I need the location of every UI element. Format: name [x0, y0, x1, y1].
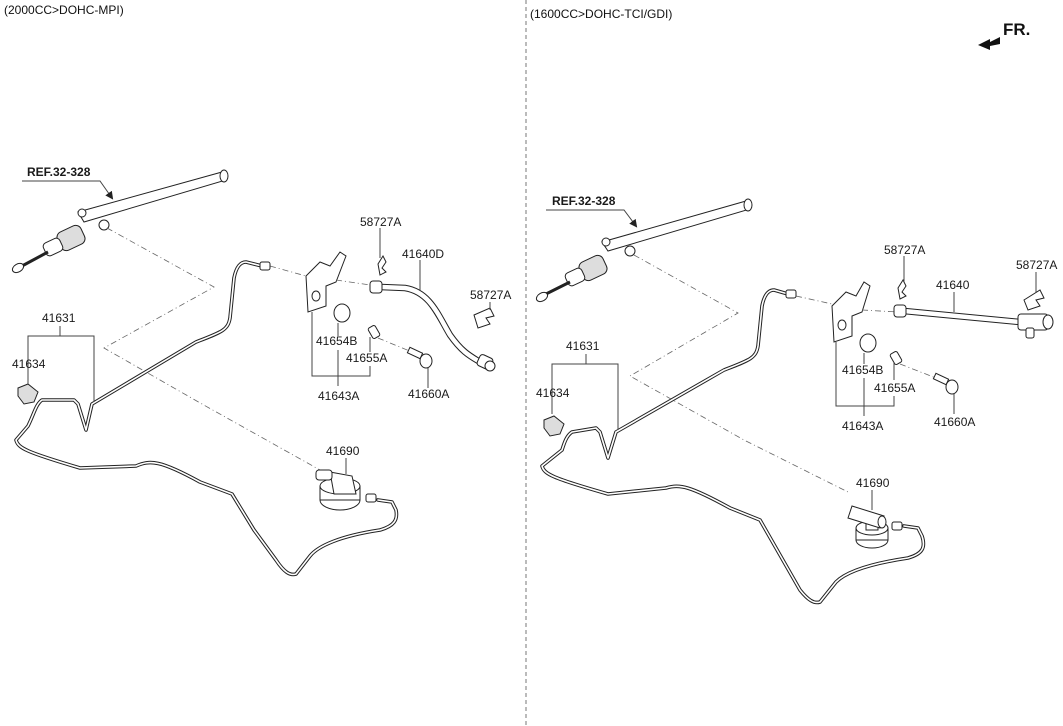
label-41690: 41690 — [856, 476, 890, 490]
tube-clip — [543, 415, 565, 437]
label-41660a: 41660A — [408, 387, 449, 401]
label-41660a: 41660A — [934, 415, 975, 429]
label-41643a: 41643A — [318, 389, 359, 403]
label-hose: 41640 — [936, 278, 970, 292]
label-41654b: 41654B — [316, 334, 357, 348]
grommet — [859, 333, 877, 353]
label-41634: 41634 — [12, 357, 46, 371]
panel-1600cc: (1600CC>DOHC-TCI/GDI) REF.32-328 — [530, 7, 1057, 605]
master-cylinder — [11, 169, 229, 274]
label-41634: 41634 — [536, 386, 570, 400]
tube-clip — [17, 383, 39, 405]
straight-hose — [893, 304, 1054, 339]
clip-right — [473, 307, 495, 329]
clutch-tube — [540, 288, 926, 605]
label-41631: 41631 — [42, 311, 76, 325]
panel-title: (1600CC>DOHC-TCI/GDI) — [530, 7, 672, 21]
label-41654b: 41654B — [842, 363, 883, 377]
label-41643a: 41643A — [842, 419, 883, 433]
sleeve — [367, 325, 381, 339]
master-cylinder — [535, 198, 753, 303]
flexible-hose — [369, 280, 496, 372]
front-direction-marker: FR. — [978, 20, 1030, 50]
label-58727a-top: 58727A — [360, 215, 401, 229]
label-58727a-top: 58727A — [884, 243, 925, 257]
clip-top — [897, 278, 907, 300]
release-cylinder — [315, 469, 377, 511]
clip-right — [1023, 289, 1045, 311]
panel-title: (2000CC>DOHC-MPI) — [4, 3, 124, 17]
label-41631: 41631 — [566, 339, 600, 353]
sleeve — [889, 351, 903, 365]
front-label: FR. — [1003, 20, 1030, 39]
bolt — [406, 346, 433, 369]
label-58727a-right: 58727A — [470, 288, 511, 302]
ref-label: REF.32-328 — [552, 194, 616, 208]
release-cylinder — [847, 505, 903, 549]
bracket — [305, 251, 347, 313]
front-arrow-icon — [978, 37, 1000, 50]
label-41655a: 41655A — [346, 351, 387, 365]
bolt — [932, 372, 959, 395]
clip-top — [377, 254, 387, 276]
clutch-tube — [14, 260, 399, 577]
label-41655a: 41655A — [874, 381, 915, 395]
label-41690: 41690 — [326, 444, 360, 458]
label-58727a-right: 58727A — [1016, 258, 1057, 272]
panel-2000cc: (2000CC>DOHC-MPI) REF.32-328 — [4, 3, 511, 577]
label-hose: 41640D — [402, 247, 444, 261]
ref-label: REF.32-328 — [27, 165, 91, 179]
bracket — [831, 281, 871, 343]
grommet — [333, 303, 351, 323]
